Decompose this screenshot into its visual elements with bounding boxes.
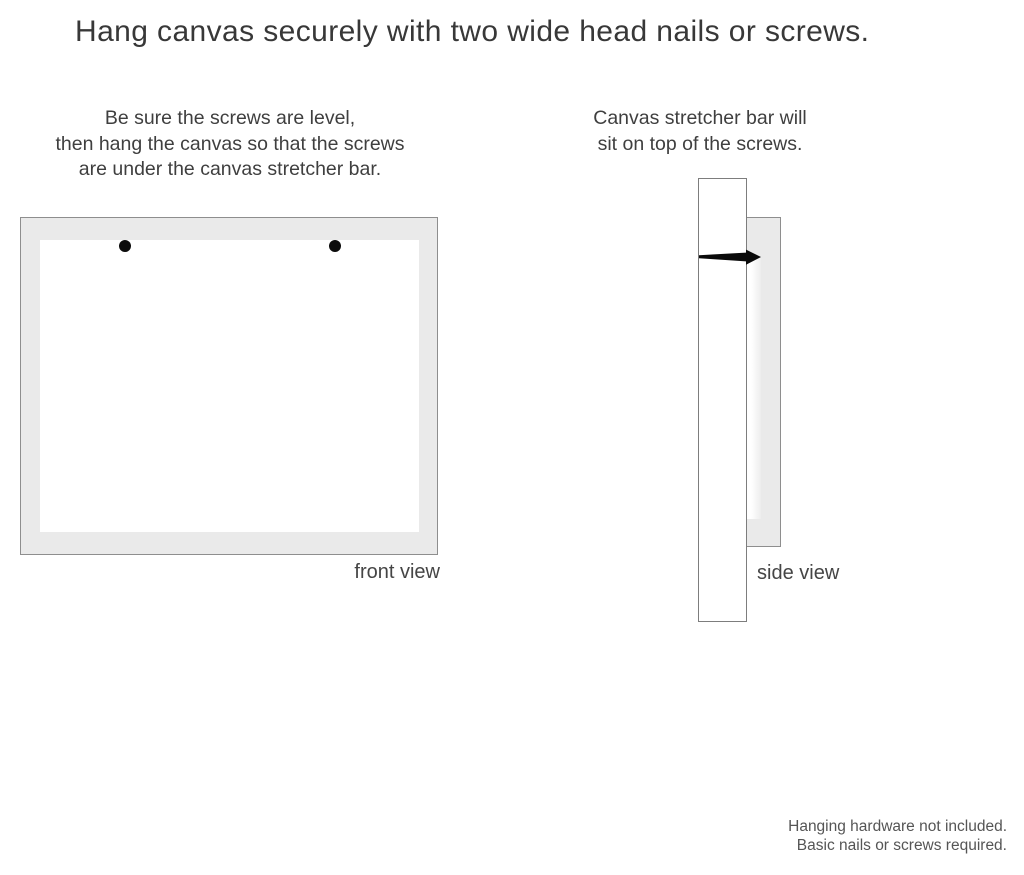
instruction-line: Be sure the screws are level, <box>104 107 356 129</box>
footnote: Hanging hardware not included. Basic nai… <box>788 817 1007 855</box>
side-view-canvas-inset <box>747 258 761 519</box>
footnote-line: Basic nails or screws required. <box>796 837 1007 854</box>
footnote-line: Hanging hardware not included. <box>788 818 1007 835</box>
front-view-label: front view <box>354 561 440 583</box>
instruction-line: then hang the canvas so that the screws <box>55 132 405 155</box>
front-view-canvas-frame <box>20 217 438 555</box>
front-view-instructions: Be sure the screws are level, then hang … <box>18 106 442 183</box>
front-view-canvas-face <box>40 240 419 532</box>
screw-dot-icon <box>329 240 341 252</box>
side-view-instructions: Canvas stretcher bar will sit on top of … <box>560 106 840 157</box>
nail-icon <box>699 249 761 265</box>
instruction-line: are under the canvas stretcher bar. <box>78 158 382 180</box>
side-view-label: side view <box>757 562 840 584</box>
side-view-stretcher-bar <box>698 178 747 622</box>
instruction-line: Canvas stretcher bar will <box>593 107 807 129</box>
screw-dot-icon <box>119 240 131 252</box>
page-title: Hang canvas securely with two wide head … <box>75 15 870 48</box>
instruction-line: sit on top of the screws. <box>597 132 803 155</box>
